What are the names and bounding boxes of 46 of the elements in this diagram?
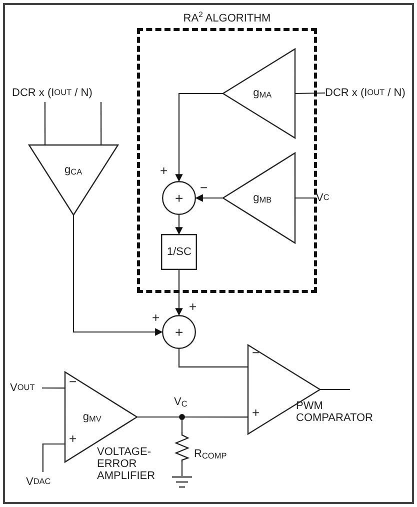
amplifier-symbol: [223, 49, 295, 138]
connector: [100, 102, 102, 145]
polarity-sign: −: [252, 346, 260, 360]
ground-symbol: [172, 476, 192, 490]
polarity-sign: −: [69, 375, 77, 390]
amplifier-symbol: [223, 153, 295, 243]
arrow: [175, 215, 183, 235]
polarity-sign: +: [160, 164, 168, 178]
connector: [320, 388, 350, 390]
connector: [181, 462, 183, 476]
connector: [42, 387, 65, 389]
connector: [295, 197, 316, 199]
polarity-sign: −: [200, 181, 208, 196]
group-title: RA$^{2}$ ALGORITHM: [182, 11, 272, 25]
connector: [44, 102, 46, 145]
gain-label: g$_{MV}$: [82, 410, 102, 424]
polarity-sign: +: [189, 300, 197, 314]
polarity-sign: +: [252, 406, 260, 420]
signal-label: PWM COMPARATOR: [296, 400, 374, 424]
sign-symbol: +: [175, 190, 184, 206]
connector: [178, 349, 248, 368]
signal-label: R$_{COMP}$: [194, 448, 228, 461]
arrow: [175, 92, 223, 182]
gain-label: g$_{MA}$: [253, 87, 272, 100]
gain-label: g$_{MB}$: [253, 192, 272, 204]
junction-dot: [179, 414, 185, 420]
amplifier-symbol: [29, 145, 118, 215]
connector: [181, 420, 183, 432]
gain-label: g$_{CA}$: [64, 164, 82, 176]
polarity-sign: +: [69, 432, 77, 446]
transfer-function-label: 1/SC: [167, 246, 192, 258]
polarity-sign: +: [152, 311, 160, 326]
resistor-symbol: [176, 432, 188, 462]
summing-junction: [162, 181, 196, 215]
arrow: [195, 194, 223, 202]
arrow: [175, 270, 183, 316]
connector: [137, 416, 179, 418]
arrow: [72, 215, 163, 336]
signal-label: VOLTAGE-ERROR AMPLIFIER: [97, 446, 156, 482]
connector: [295, 92, 325, 94]
transfer-function-box: [161, 234, 197, 270]
sign-symbol: +: [175, 324, 184, 340]
connector: [185, 416, 248, 418]
summing-junction: [162, 315, 196, 349]
connector: [42, 443, 65, 472]
signal-label: V$_{C}$: [174, 396, 188, 409]
